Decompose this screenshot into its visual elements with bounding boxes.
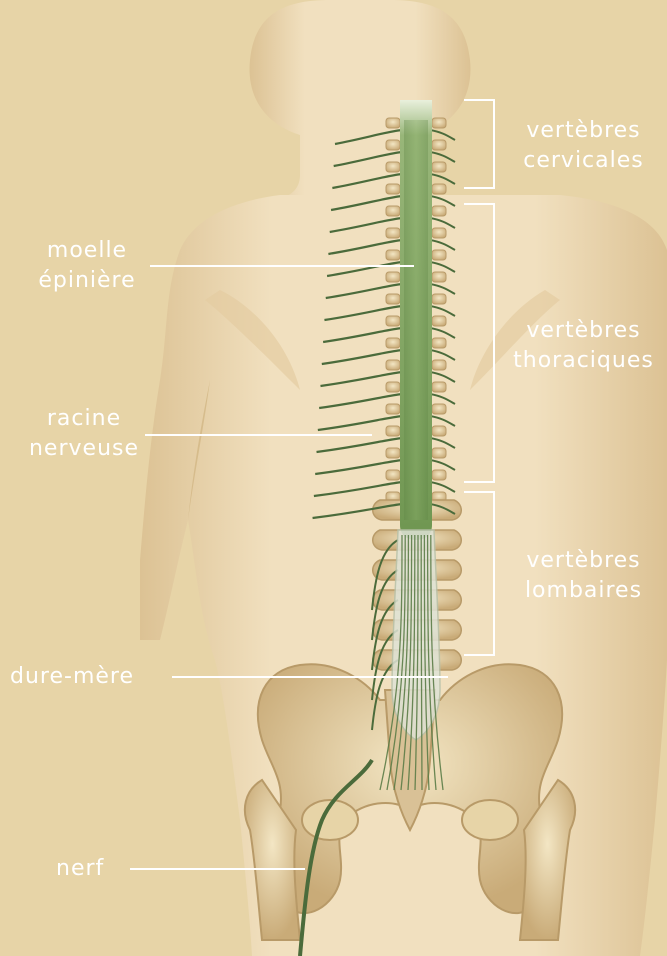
- label-racine-line2: nerveuse: [14, 434, 154, 464]
- label-vertebres-thoraciques: vertèbres thoraciques: [500, 316, 667, 376]
- spinal-cord: [400, 100, 432, 540]
- vertebra-process-left: [386, 470, 400, 480]
- label-thoraciques-line1: vertèbres: [500, 316, 667, 346]
- vertebra-process-left: [386, 228, 400, 238]
- vertebra-process-right: [432, 140, 446, 150]
- label-thoraciques-line2: thoraciques: [500, 346, 667, 376]
- vertebra-process-left: [386, 250, 400, 260]
- label-cervicales-line1: vertèbres: [500, 116, 667, 146]
- vertebra-process-right: [432, 184, 446, 194]
- vertebra-process-left: [386, 162, 400, 172]
- label-vertebres-cervicales: vertèbres cervicales: [500, 116, 667, 176]
- label-nerf: nerf: [56, 854, 122, 884]
- label-vertebres-lombaires: vertèbres lombaires: [500, 546, 667, 606]
- vertebra-process-left: [386, 184, 400, 194]
- vertebra-process-right: [432, 118, 446, 128]
- vertebra-process-right: [432, 206, 446, 216]
- label-moelle-line1: moelle: [22, 236, 152, 266]
- vertebra-process-left: [386, 294, 400, 304]
- vertebra-process-right: [432, 228, 446, 238]
- vertebra-process-right: [432, 448, 446, 458]
- vertebra-process-left: [386, 118, 400, 128]
- vertebra-process-right: [432, 272, 446, 282]
- vertebra-process-left: [386, 316, 400, 326]
- label-lombaires-line1: vertèbres: [500, 546, 667, 576]
- vertebra-process-left: [386, 426, 400, 436]
- label-cervicales-line2: cervicales: [500, 146, 667, 176]
- vertebra-process-left: [386, 338, 400, 348]
- vertebra-process-right: [432, 250, 446, 260]
- vertebra-process-right: [432, 470, 446, 480]
- label-lombaires-line2: lombaires: [500, 576, 667, 606]
- vertebra-process-right: [432, 316, 446, 326]
- label-racine-nerveuse: racine nerveuse: [14, 404, 154, 464]
- vertebra-process-left: [386, 140, 400, 150]
- vertebra-process-left: [386, 206, 400, 216]
- vertebra-process-right: [432, 360, 446, 370]
- vertebra-process-right: [432, 162, 446, 172]
- label-dure-mere: dure-mère: [10, 662, 166, 692]
- label-moelle-line2: épinière: [22, 266, 152, 296]
- label-moelle-epiniere: moelle épinière: [22, 236, 152, 296]
- vertebra-process-right: [432, 338, 446, 348]
- vertebra-process-left: [386, 360, 400, 370]
- vertebra-process-right: [432, 294, 446, 304]
- vertebra-process-left: [386, 272, 400, 282]
- vertebra-process-right: [432, 382, 446, 392]
- label-racine-line1: racine: [14, 404, 154, 434]
- vertebra-process-left: [386, 382, 400, 392]
- vertebra-process-left: [386, 404, 400, 414]
- vertebra-process-right: [432, 426, 446, 436]
- vertebra-process-left: [386, 448, 400, 458]
- vertebra-process-right: [432, 404, 446, 414]
